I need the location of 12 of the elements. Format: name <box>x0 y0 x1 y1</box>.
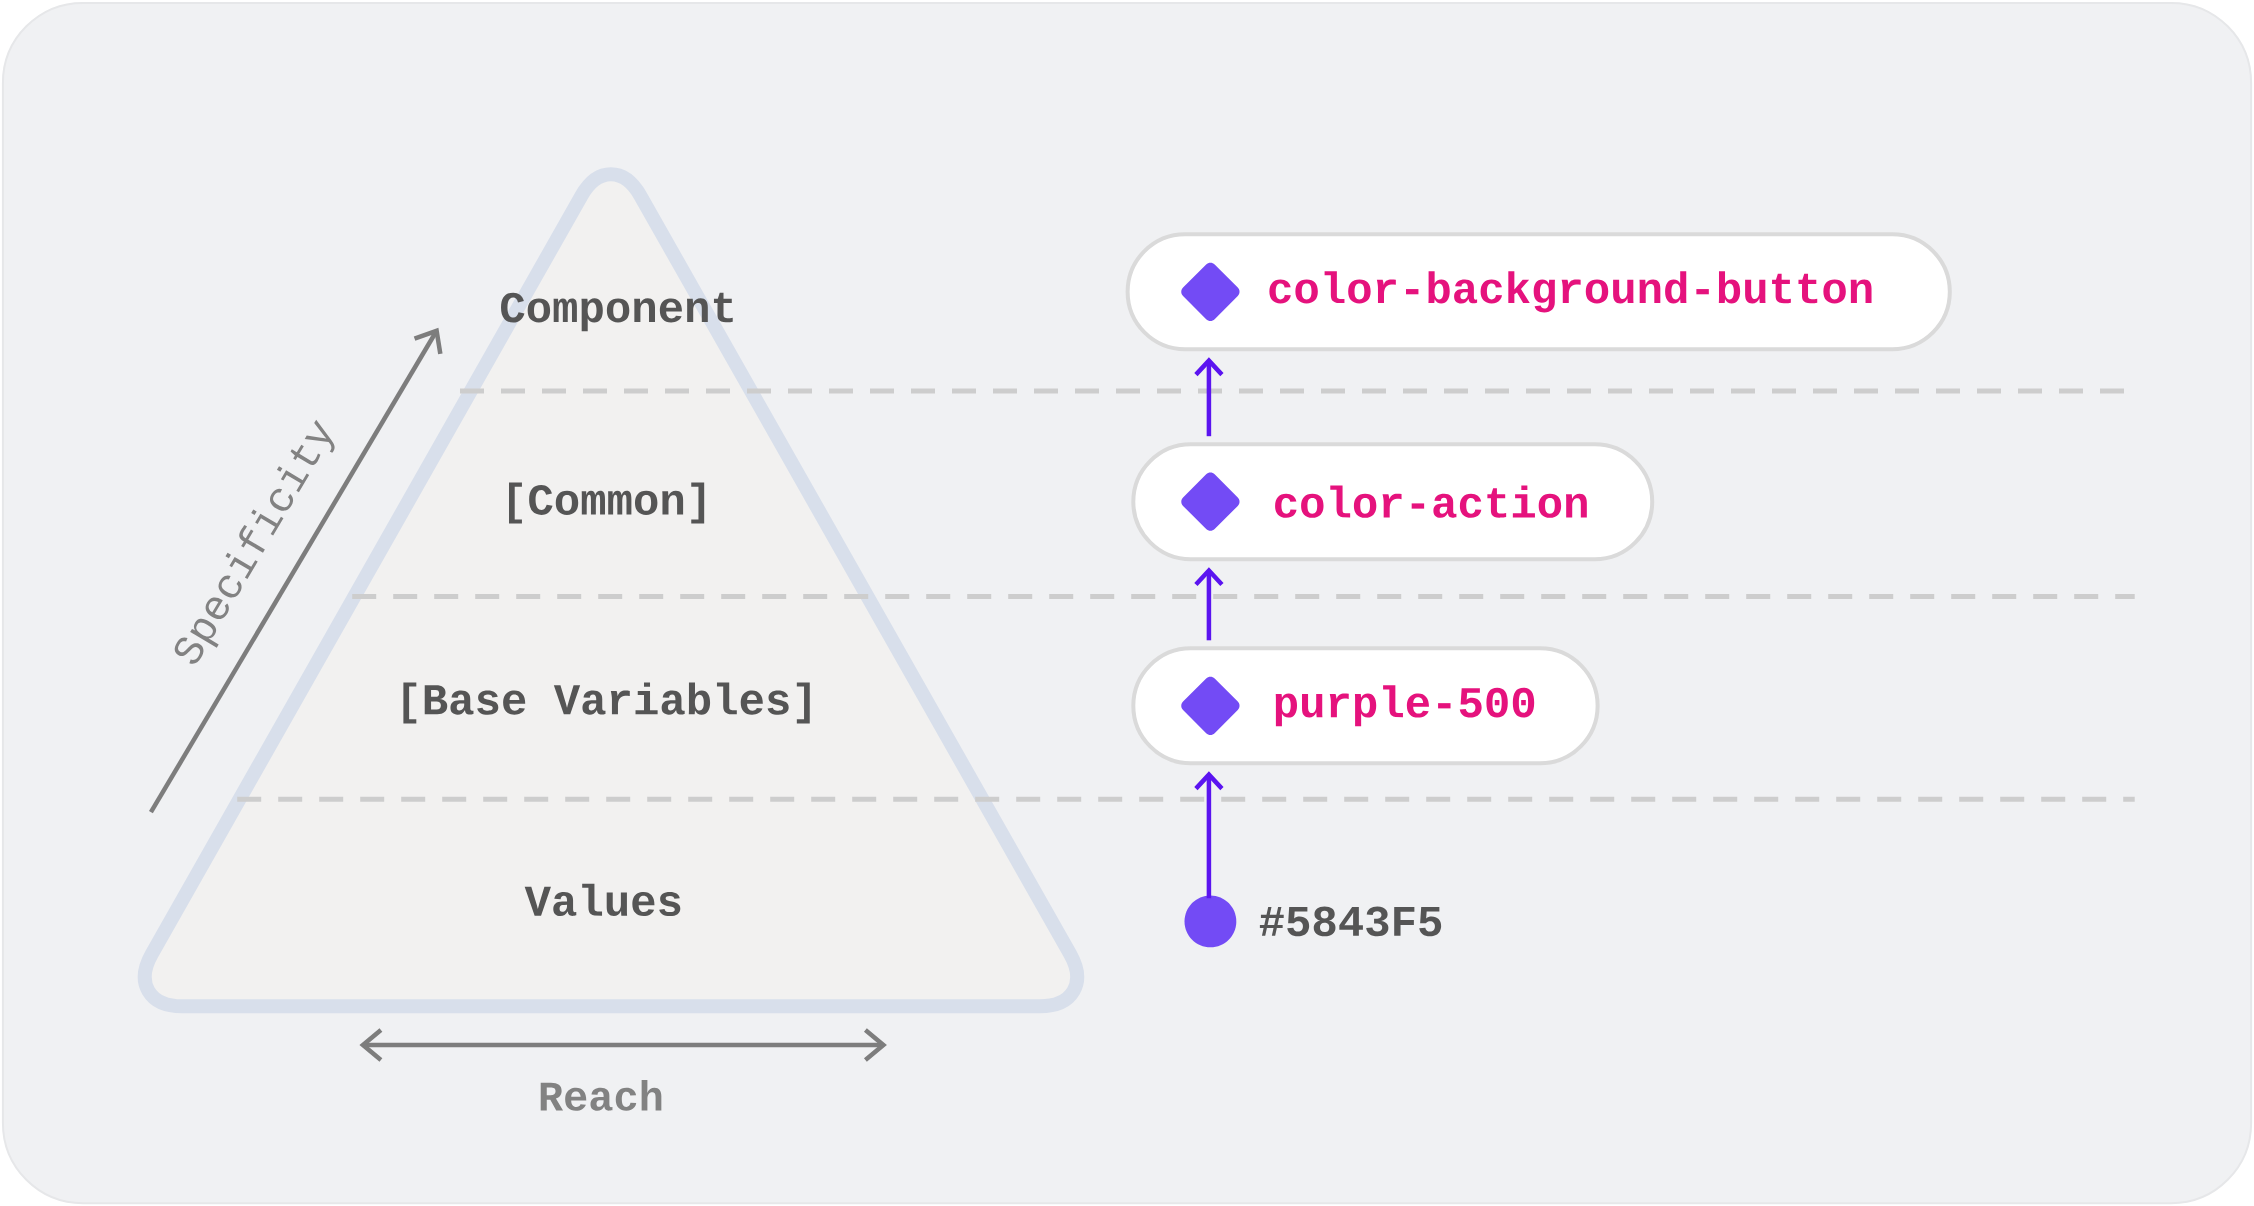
arrow <box>1194 357 1224 437</box>
token-pill: purple-500 <box>1131 646 1600 766</box>
layer-label: Component <box>501 292 733 332</box>
layer-label: Values <box>524 883 681 917</box>
layer-label: [Common] <box>509 482 705 524</box>
layer-label: [Base Variables] <box>403 682 810 724</box>
color-value: #5843F5 <box>1259 906 1442 937</box>
arrow <box>1194 771 1224 899</box>
axis-label: Reach <box>540 1079 662 1111</box>
token-pill: color-action <box>1131 442 1655 562</box>
arrow <box>1194 567 1224 641</box>
token-pill: color-background-button <box>1125 232 1952 352</box>
